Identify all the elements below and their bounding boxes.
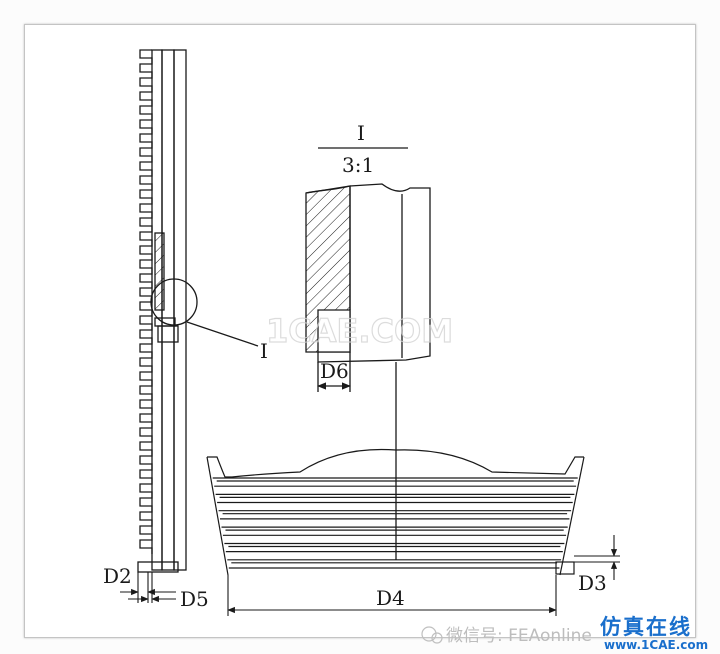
detail-view (305, 147, 431, 560)
detail-outline (305, 183, 431, 363)
detail-scale: 3:1 (342, 153, 374, 177)
label-d5: D5 (180, 587, 209, 611)
left-part (137, 49, 259, 573)
ring-stack-right-edge (559, 456, 585, 576)
detail-label: I (357, 121, 365, 145)
label-d2: D2 (103, 564, 132, 588)
brand-cn: 仿真在线 (600, 615, 692, 639)
left-part-outer-strip (173, 49, 187, 571)
label-d3: D3 (578, 571, 607, 595)
dim-d3-d4 (227, 535, 620, 616)
lower-block (157, 325, 179, 343)
label-d4: D4 (376, 586, 405, 610)
wechat-watermark: 微信号: FEAonline (421, 626, 592, 646)
callout-label: I (260, 339, 268, 363)
dim-d2-d5 (120, 572, 176, 603)
ring-fins (212, 477, 578, 569)
ring-stack-left-edge (206, 456, 229, 576)
wechat-id: 微信号: FEAonline (446, 626, 592, 646)
hatched-section (154, 232, 165, 311)
comb-teeth (139, 49, 153, 554)
center-watermark: 1CAE.COM (266, 312, 453, 350)
detail-circle (150, 278, 198, 326)
base-flange (137, 561, 179, 573)
label-d6: D6 (320, 359, 349, 383)
wechat-icon (421, 626, 437, 642)
callout-leader (186, 321, 259, 347)
ring-stack-base-tab (555, 561, 575, 575)
ring-stack-top-profile (207, 448, 584, 478)
brand-url: www.1CAE.com (604, 638, 708, 652)
ring-stack (206, 448, 585, 576)
